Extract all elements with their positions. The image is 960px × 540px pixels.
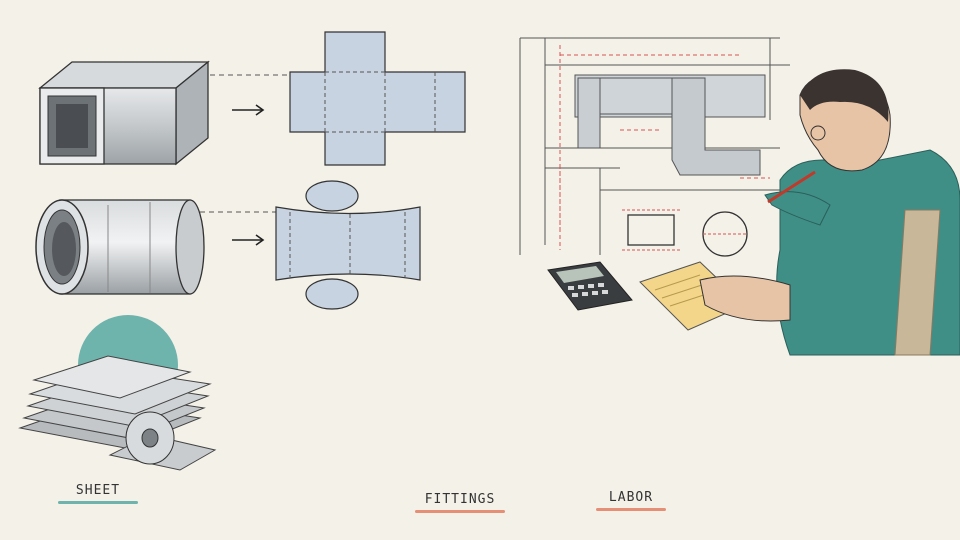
duct-plan-drawing xyxy=(519,37,800,255)
fittings-underline xyxy=(415,510,505,513)
rectangular-duct xyxy=(38,60,210,166)
calculator-icon xyxy=(547,261,633,311)
estimator-person xyxy=(699,69,960,356)
fittings-label: FITTINGS xyxy=(424,492,496,507)
round-flat-pattern xyxy=(275,180,421,310)
red-dimension-lines xyxy=(559,45,770,250)
cross-flat-pattern xyxy=(289,31,466,166)
rect-section-detail xyxy=(622,209,748,257)
pencil-icon xyxy=(767,170,816,204)
sheet-underline xyxy=(58,501,138,504)
arrow-right-icon xyxy=(232,234,265,246)
arrow-right-icon xyxy=(232,104,265,116)
labor-label: LABOR xyxy=(608,490,654,505)
metal-coil xyxy=(108,411,217,471)
sheet-metal-stack xyxy=(18,355,212,449)
sheet-label: SHEET xyxy=(75,483,121,498)
labor-underline xyxy=(596,508,666,511)
round-duct xyxy=(35,199,205,295)
